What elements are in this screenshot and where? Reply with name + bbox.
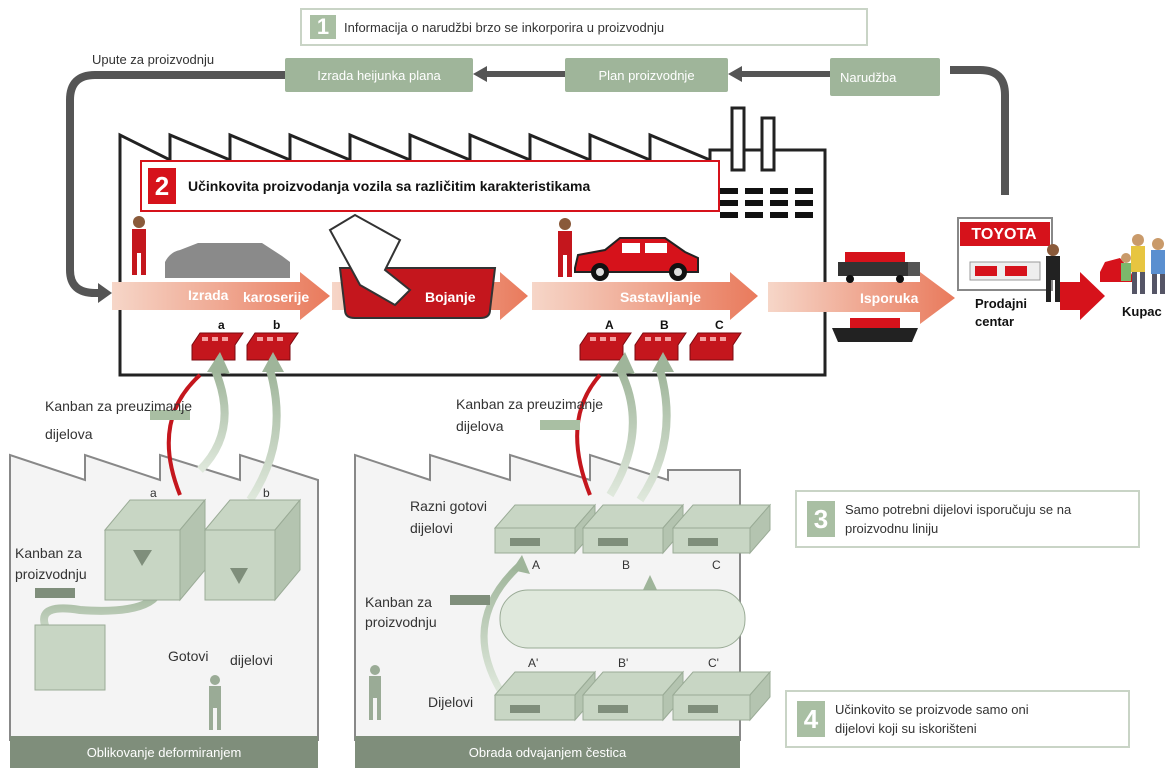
right-dijelovi: Dijelovi	[428, 694, 474, 710]
right-C2: C'	[708, 656, 719, 670]
step1-number: 1	[310, 14, 336, 39]
flow-arrow-isporuka	[768, 272, 955, 324]
salesman	[1046, 244, 1060, 302]
customers	[1121, 234, 1165, 294]
left-dijelovi: dijelovi	[230, 652, 273, 668]
ship-icon	[832, 318, 918, 342]
step3-box: 3 Samo potrebni dijelovi isporučuju se n…	[795, 490, 1140, 548]
step4-number: 4	[797, 701, 825, 737]
label-kupac: Kupac	[1122, 304, 1162, 319]
label-prodajni: Prodajni	[975, 296, 1028, 311]
left-gotovi: Gotovi	[168, 648, 209, 664]
upute-label: Upute za proizvodnju	[92, 52, 215, 67]
narudzba-box: Narudžba	[830, 58, 940, 96]
left-box-a: a	[150, 486, 157, 500]
step3-number: 3	[807, 501, 835, 537]
left-kanban-preuz-1: Kanban za preuzimanje	[45, 398, 193, 414]
right-kanban-preuz-2: dijelova	[456, 418, 504, 434]
step1-text: Informacija o narudžbi brzo se inkorpori…	[344, 19, 665, 35]
right-kanban-proiz-1: Kanban za	[365, 594, 432, 610]
right-footer: Obrada odvajanjem čestica	[355, 736, 740, 768]
step4-line2: dijelovi koji su iskorišteni	[835, 721, 977, 736]
step2-text: Učinkovita proizvodanja vozila sa različ…	[188, 178, 591, 194]
right-B2: B'	[618, 656, 629, 670]
right-boxes	[493, 503, 772, 722]
bin-a-top: a	[218, 318, 225, 332]
left-box-b: b	[263, 486, 270, 500]
left-boxes	[103, 498, 302, 602]
worker-1	[132, 216, 146, 275]
bin-A-top: A	[605, 318, 614, 332]
right-A2: A'	[528, 656, 539, 670]
right-B: B	[622, 558, 631, 572]
step4-line1: Učinkovito se proizvode samo oni	[835, 702, 1029, 717]
label-isporuka: Isporuka	[860, 290, 919, 306]
right-razni-1: Razni gotovi	[410, 498, 488, 514]
worker-2	[558, 218, 572, 277]
left-kanban-proiz-1: Kanban za	[15, 545, 82, 561]
flow-arrow-kupac	[1060, 272, 1105, 320]
label-sastavljanje: Sastavljanje	[620, 289, 701, 305]
right-C: C	[712, 558, 721, 572]
step2-box: 2 Učinkovita proizvodanja vozila sa razl…	[140, 160, 720, 212]
truck-icon	[838, 252, 920, 283]
left-kanban-proiz-2: proizvodnju	[15, 566, 87, 582]
arrow-head-left	[98, 283, 112, 303]
step3-line2: proizvodnu liniju	[845, 521, 939, 536]
left-kanban-preuz-2: dijelova	[45, 426, 93, 442]
bin-B-top: B	[660, 318, 669, 332]
heijunka-box: Izrada heijunka plana	[285, 58, 473, 92]
top-loop-arrow-left	[66, 71, 285, 297]
right-kanban-proiz-2: proizvodnju	[365, 614, 437, 630]
gray-car-body	[165, 243, 290, 278]
bin-C-top: C	[715, 318, 724, 332]
bin-b-top: b	[273, 318, 281, 332]
flow-arrow-sastavljanje	[532, 272, 758, 320]
red-car	[574, 237, 699, 273]
machine	[499, 589, 746, 649]
step2-number: 2	[148, 168, 176, 204]
left-footer: Oblikovanje deformiranjem	[10, 736, 318, 768]
plan-box: Plan proizvodnje	[565, 58, 728, 92]
flow-arrow-izrada	[112, 272, 330, 320]
step4-box: 4 Učinkovito se proizvode samo oni dijel…	[785, 690, 1130, 748]
toyota-logo: TOYOTA	[971, 226, 1037, 243]
top-loop-arrow	[950, 66, 1009, 195]
label-karoserije: karoserije	[243, 289, 310, 305]
step1-box: 1 Informacija o narudžbi brzo se inkorpo…	[300, 8, 868, 46]
right-razni-2: dijelovi	[410, 520, 453, 536]
right-A: A	[532, 558, 541, 572]
step3-line1: Samo potrebni dijelovi isporučuju se na	[845, 502, 1072, 517]
label-izrada: Izrada	[188, 287, 229, 303]
right-kanban-preuz-1: Kanban za preuzimanje	[456, 396, 604, 412]
label-bojanje: Bojanje	[425, 289, 476, 305]
label-centar: centar	[975, 314, 1015, 329]
